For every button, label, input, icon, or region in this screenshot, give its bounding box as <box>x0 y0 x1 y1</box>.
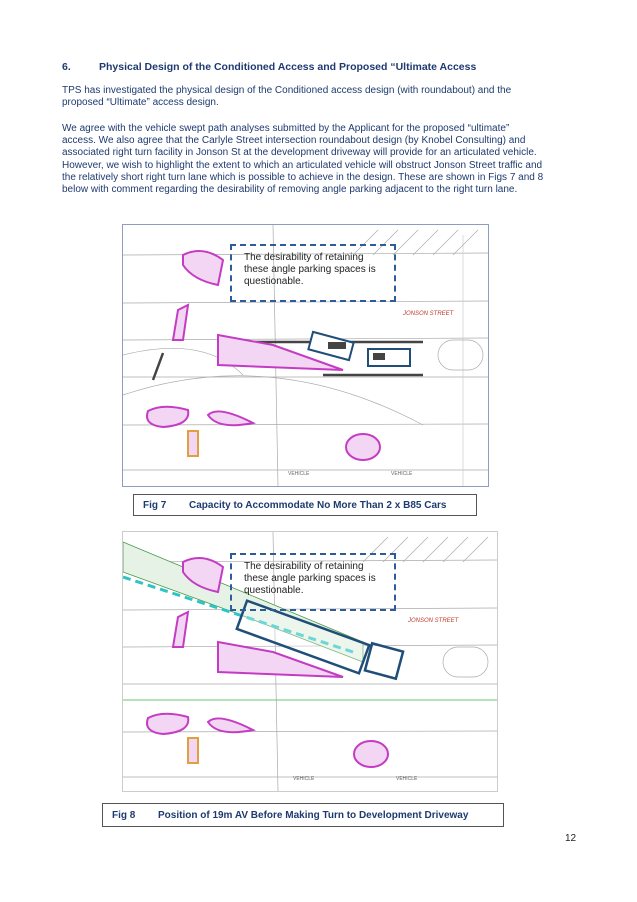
callout-box: The desirability of retaining these angl… <box>230 553 396 611</box>
figure-8-drawing: VEHICLE VEHICLE The desirability of reta… <box>122 531 498 792</box>
figure-7-drawing: VEHICLE VEHICLE The desirability of reta… <box>122 224 489 487</box>
caption-text: Capacity to Accommodate No More Than 2 x… <box>189 499 447 511</box>
text-line: associated right turn facility in Jonson… <box>62 147 537 159</box>
caption-number: Fig 7 <box>143 499 167 511</box>
caption-number: Fig 8 <box>112 809 136 821</box>
figure-7-caption: Fig 7 Capacity to Accommodate No More Th… <box>133 494 477 516</box>
caption-text: Position of 19m AV Before Making Turn to… <box>158 809 469 821</box>
road-label: VEHICLE <box>293 776 315 782</box>
section-number: 6. <box>62 61 71 73</box>
road-plan-drawing: VEHICLE VEHICLE <box>123 532 497 791</box>
paragraph-2: We agree with the vehicle swept path ana… <box>62 123 543 196</box>
text-line: However, we wish to highlight the extent… <box>62 159 543 171</box>
section-title: Physical Design of the Conditioned Acces… <box>99 61 477 73</box>
paragraph-1: TPS has investigated the physical design… <box>62 85 511 109</box>
callout-box: The desirability of retaining these angl… <box>230 244 396 302</box>
text-line: below with comment regarding the desirab… <box>62 184 518 196</box>
road-plan-drawing: VEHICLE VEHICLE <box>123 225 488 486</box>
text-line: proposed “Ultimate” access design. <box>62 97 219 109</box>
text-line: access. We also agree that the Carlyle S… <box>62 135 526 147</box>
road-label: VEHICLE <box>288 471 310 477</box>
street-label: JONSON STREET <box>408 618 459 624</box>
figure-8-caption: Fig 8 Position of 19m AV Before Making T… <box>102 803 504 827</box>
text-line: TPS has investigated the physical design… <box>62 85 512 96</box>
page-number: 12 <box>565 833 577 844</box>
text-line: We agree with the vehicle swept path ana… <box>62 123 510 134</box>
text-line: the relatively short right turn lane whi… <box>62 171 544 183</box>
road-label: VEHICLE <box>396 776 418 782</box>
road-label: VEHICLE <box>391 471 413 477</box>
street-label: JONSON STREET <box>403 311 454 317</box>
